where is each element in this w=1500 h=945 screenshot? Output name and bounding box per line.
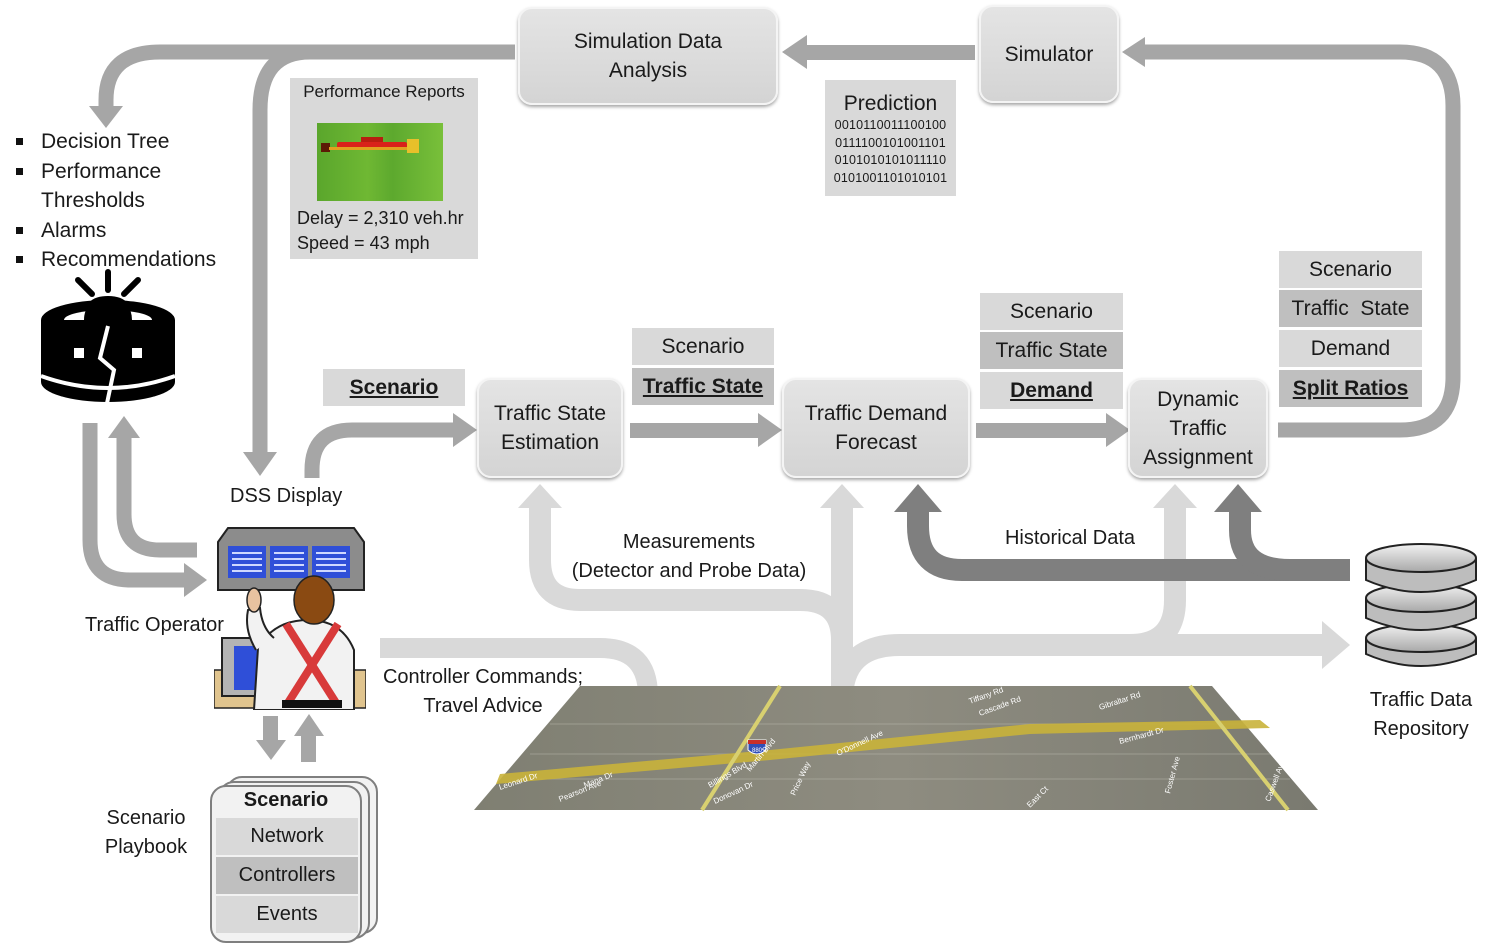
arrow-dss-to-tse xyxy=(304,422,455,478)
arrowhead-repository xyxy=(1322,621,1350,669)
arrow-operator-to-playbook xyxy=(263,716,278,742)
dta-output-demand: Demand xyxy=(1279,330,1422,367)
road-network-map[interactable]: 880 Leonard Dr Pearson Ave Mana Dr Billi… xyxy=(470,684,1322,812)
satellite-imagery xyxy=(474,686,1318,810)
performance-reports-panel: Performance Reports Delay = 2,310 veh.hr… xyxy=(290,78,478,259)
arrowhead-tdf xyxy=(758,413,782,447)
prediction-binary-line: 0101010101011110 xyxy=(834,153,947,167)
arrowhead-tse xyxy=(453,413,477,447)
list-item: Decision Tree xyxy=(14,127,216,157)
delay-value: Delay = 2,310 veh.hr xyxy=(297,208,464,228)
arrowhead-dss-outputs xyxy=(89,106,123,128)
prediction-binary-line: 0101001101010101 xyxy=(833,170,948,185)
scenario-playbook-card[interactable]: Scenario Network Controllers Events xyxy=(210,785,362,943)
arrowhead-sda xyxy=(782,35,807,69)
measurements-label: Measurements (Detector and Probe Data) xyxy=(571,531,807,582)
list-item: Performance Thresholds xyxy=(14,157,191,216)
scenario-input-tag: Scenario xyxy=(323,369,465,406)
arrowhead-dta-measurements xyxy=(1153,484,1197,508)
prediction-binary-line: 0010110011100100 xyxy=(834,118,947,132)
arrow-dta-to-simulator xyxy=(1142,44,1461,438)
prediction-title: Prediction xyxy=(843,92,938,115)
arrow-sda-to-dss-display xyxy=(252,44,311,455)
scenario-playbook-label: Scenario Playbook xyxy=(104,807,188,858)
simulator-node[interactable]: Simulator xyxy=(979,5,1119,103)
dynamic-traffic-assignment-node[interactable]: Dynamic Traffic Assignment xyxy=(1128,378,1268,478)
arrowhead-tdf-measurements xyxy=(820,484,864,508)
playbook-row-events[interactable]: Events xyxy=(216,896,358,933)
traffic-operator-label: Traffic Operator xyxy=(85,614,224,636)
svg-text:880: 880 xyxy=(752,748,763,754)
database-icon[interactable] xyxy=(1362,540,1480,676)
arrowhead-tse-measurements xyxy=(518,484,562,508)
arrowhead-operator-from-playbook xyxy=(294,714,324,736)
traffic-demand-forecast-node[interactable]: Traffic Demand Forecast xyxy=(782,378,970,478)
arrowhead-dta-historical xyxy=(1214,484,1262,512)
prediction-binary-line: 0111100101001101 xyxy=(835,135,946,150)
traffic-data-repository-label: Traffic Data Repository xyxy=(1369,689,1473,740)
dss-display-label: DSS Display xyxy=(230,485,343,507)
highway-shield-icon: 880 xyxy=(747,739,767,755)
prediction-panel: Prediction 0010110011100100 011110010100… xyxy=(825,80,956,196)
crossing-highway xyxy=(1188,684,1290,812)
arrow-to-repository xyxy=(1130,634,1326,656)
historical-data-label: Historical Data xyxy=(1004,527,1136,549)
arrow-playbook-to-operator xyxy=(301,734,316,762)
arrow-repository-to-tdf xyxy=(907,512,1350,581)
arrow-repository-to-dta xyxy=(1229,512,1291,581)
tse-output-traffic-state: Traffic State xyxy=(632,368,774,405)
arrowhead-dta xyxy=(1106,413,1130,447)
arrow-sda-to-dss-outputs xyxy=(98,44,515,108)
dta-output-traffic-state: Traffic State xyxy=(1279,290,1422,327)
dta-output-split-ratios: Split Ratios xyxy=(1279,370,1422,407)
arrow-tse-to-tdf xyxy=(630,423,760,438)
controller-commands-label: Controller Commands; Travel Advice xyxy=(382,666,584,717)
list-item: Alarms xyxy=(14,216,216,246)
crossing-highway xyxy=(700,684,782,812)
tdf-output-traffic-state: Traffic State xyxy=(980,332,1123,369)
highway-880 xyxy=(496,720,1270,784)
playbook-row-controllers[interactable]: Controllers xyxy=(216,857,358,894)
arrowhead-simulator xyxy=(1122,37,1145,67)
arrowhead-operator xyxy=(184,563,207,597)
list-item: Recommendations xyxy=(14,245,216,275)
arrowhead-playbook xyxy=(256,740,286,760)
playbook-row-network[interactable]: Network xyxy=(216,818,358,855)
playbook-header: Scenario xyxy=(243,789,329,811)
arrow-operator-to-alarm xyxy=(116,438,197,558)
simulation-data-analysis-node[interactable]: Simulation Data Analysis xyxy=(518,7,778,105)
arrow-alarm-to-operator xyxy=(82,423,185,588)
arrow-map-to-dta xyxy=(831,505,1186,701)
speed-value: Speed = 43 mph xyxy=(297,233,430,253)
tdf-output-scenario: Scenario xyxy=(980,293,1123,330)
arrow-simulator-to-sda xyxy=(805,45,975,60)
congestion-heatmap-icon xyxy=(317,123,443,201)
traffic-operator-icon[interactable] xyxy=(214,520,366,710)
dta-output-scenario: Scenario xyxy=(1279,251,1422,288)
arrow-tdf-to-dta xyxy=(976,423,1108,438)
arrowhead-tdf-historical xyxy=(894,484,942,512)
dss-outputs-list: Decision Tree Performance Thresholds Ala… xyxy=(14,127,216,275)
tse-output-scenario: Scenario xyxy=(632,328,774,365)
arrowhead-alarm xyxy=(108,416,140,438)
tdf-output-demand: Demand xyxy=(980,372,1123,409)
performance-reports-title: Performance Reports xyxy=(303,82,465,101)
traffic-state-estimation-node[interactable]: Traffic State Estimation xyxy=(477,378,623,478)
arrowhead-dss-display xyxy=(243,452,277,476)
alarm-beacon-icon xyxy=(40,269,176,409)
